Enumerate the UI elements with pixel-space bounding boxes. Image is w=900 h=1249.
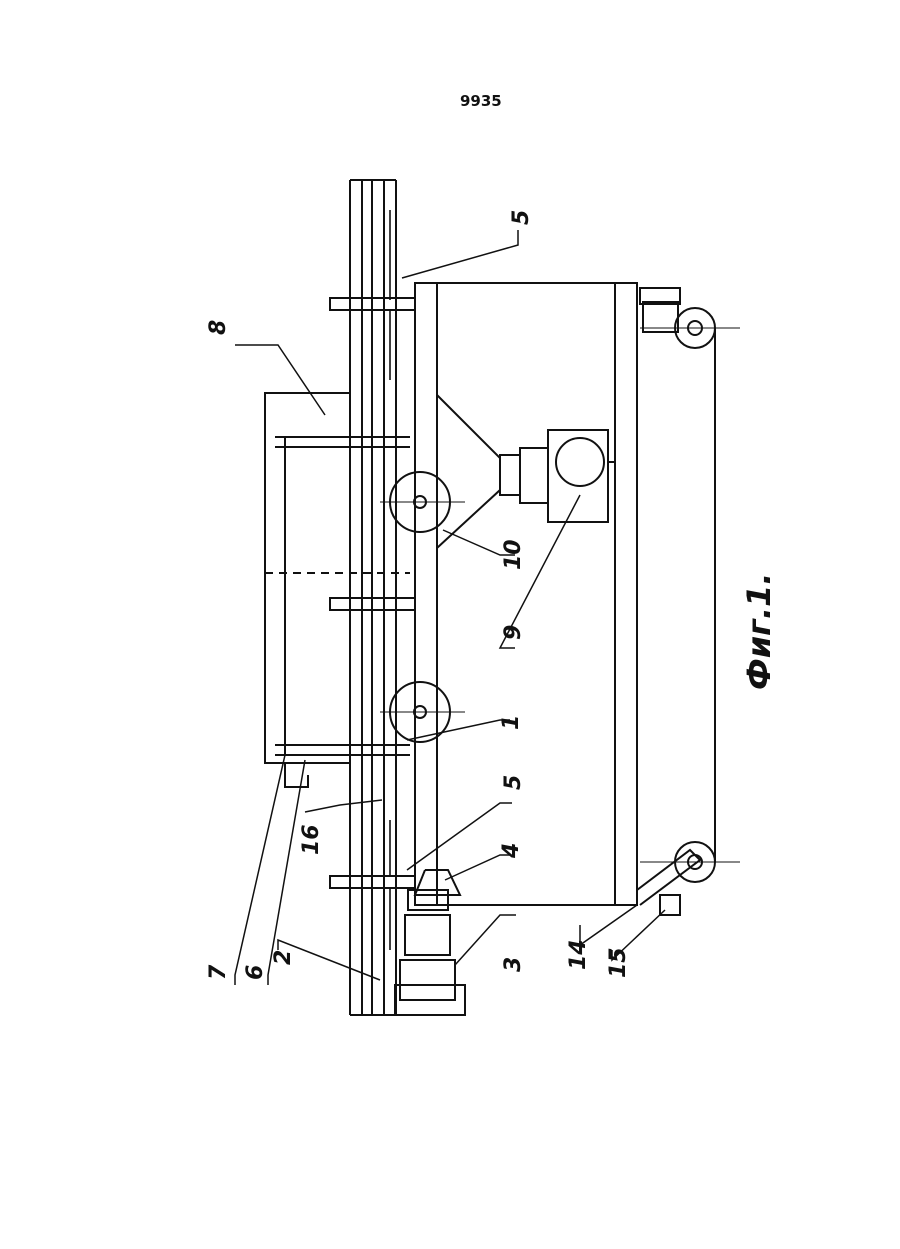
callout-5-bottom: 5 (501, 775, 526, 790)
motor-drive (437, 395, 615, 548)
gear-train (395, 870, 530, 1015)
callout-1: 1 (499, 715, 524, 730)
bar-stacks (384, 210, 396, 970)
callout-7: 7 (206, 964, 231, 980)
callout-3: 3 (501, 957, 526, 972)
callout-5-top: 5 (509, 210, 534, 225)
leader-lines (235, 230, 665, 985)
main-frame (415, 283, 637, 905)
hopper-frame (265, 393, 410, 787)
callout-15: 15 (606, 947, 631, 978)
callout-14: 14 (566, 939, 591, 970)
pulleys (380, 472, 465, 742)
figure-caption: Фиг.1. (740, 573, 778, 690)
callout-4: 4 (499, 843, 524, 859)
castors (637, 288, 740, 915)
callout-labels: 8 5 10 9 1 5 16 4 3 2 6 7 14 15 Фиг.1. (206, 210, 778, 980)
callout-9: 9 (501, 625, 526, 640)
callout-16: 16 (299, 824, 324, 855)
callout-6: 6 (243, 965, 268, 980)
callout-2: 2 (271, 950, 296, 965)
callout-8: 8 (206, 320, 231, 335)
callout-10: 10 (501, 539, 526, 570)
